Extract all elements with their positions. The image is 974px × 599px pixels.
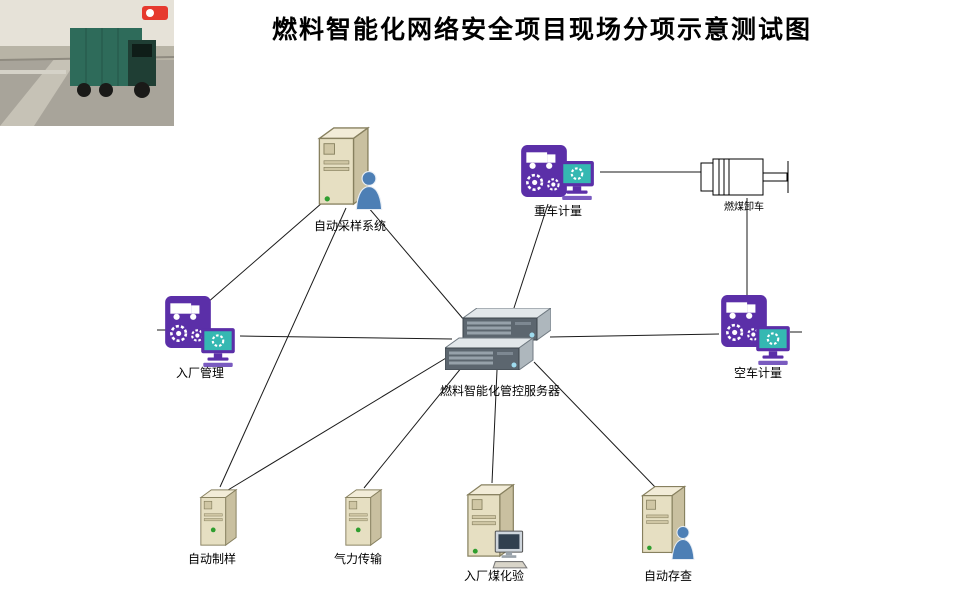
diagram-title: 燃料智能化网络安全项目现场分项示意测试图	[271, 17, 812, 44]
node-entry-management	[161, 295, 241, 369]
edge-server-pneumatic	[363, 361, 467, 489]
label-sample-preparation: 自动制样	[187, 552, 236, 566]
edge-sampling-entry	[206, 195, 331, 304]
node-sampling-system	[314, 124, 392, 212]
server-tower-icon	[199, 488, 238, 547]
monitor-icon	[756, 326, 790, 365]
person-icon	[355, 170, 383, 210]
label-empty-truck-weighing: 空车计量	[733, 366, 782, 380]
edge-server-storage	[533, 361, 657, 489]
photo-truck-highway	[0, 0, 174, 126]
node-sample-preparation	[197, 487, 241, 549]
label-coal-testing: 入厂煤化验	[463, 569, 524, 583]
highway-truck-photo-art	[0, 0, 174, 126]
node-auto-storage-check	[638, 483, 702, 563]
weighbridge-icon	[165, 296, 211, 348]
node-heavy-truck-weighing	[518, 144, 600, 204]
monitor-icon	[560, 161, 594, 201]
label-control-server: 燃料智能化管控服务器	[439, 384, 560, 398]
server-tower-icon	[344, 488, 383, 547]
server-tower-icon	[317, 126, 370, 206]
label-pneumatic-transmission: 气力传输	[333, 552, 382, 566]
edge-server-entry	[239, 335, 453, 340]
node-control-server	[445, 308, 555, 374]
node-empty-truck-weighing	[717, 294, 797, 368]
label-heavy-truck-weighing: 重车计量	[533, 204, 582, 218]
node-coal-testing	[463, 481, 529, 573]
label-sampling-system: 自动采样系统	[313, 219, 386, 233]
weighbridge-icon	[721, 295, 767, 347]
person-icon	[671, 526, 695, 560]
weighbridge-icon	[521, 145, 567, 197]
pneumatic-cylinder-icon	[700, 158, 789, 196]
edge-server-empty-weighing	[549, 333, 720, 338]
label-coal-unloading: 燃煤卸车	[724, 202, 764, 213]
rack-server-icon	[445, 308, 551, 370]
node-coal-unloading	[700, 156, 792, 198]
edge-server-heavy-weighing	[511, 203, 549, 315]
desktop-monitor-keyboard-icon	[492, 530, 528, 569]
edge-server-sample-prep	[227, 351, 457, 491]
label-entry-management: 入厂管理	[175, 366, 224, 380]
label-auto-storage-check: 自动存查	[643, 569, 692, 583]
node-pneumatic-transmission	[342, 487, 386, 549]
monitor-icon	[201, 328, 235, 367]
